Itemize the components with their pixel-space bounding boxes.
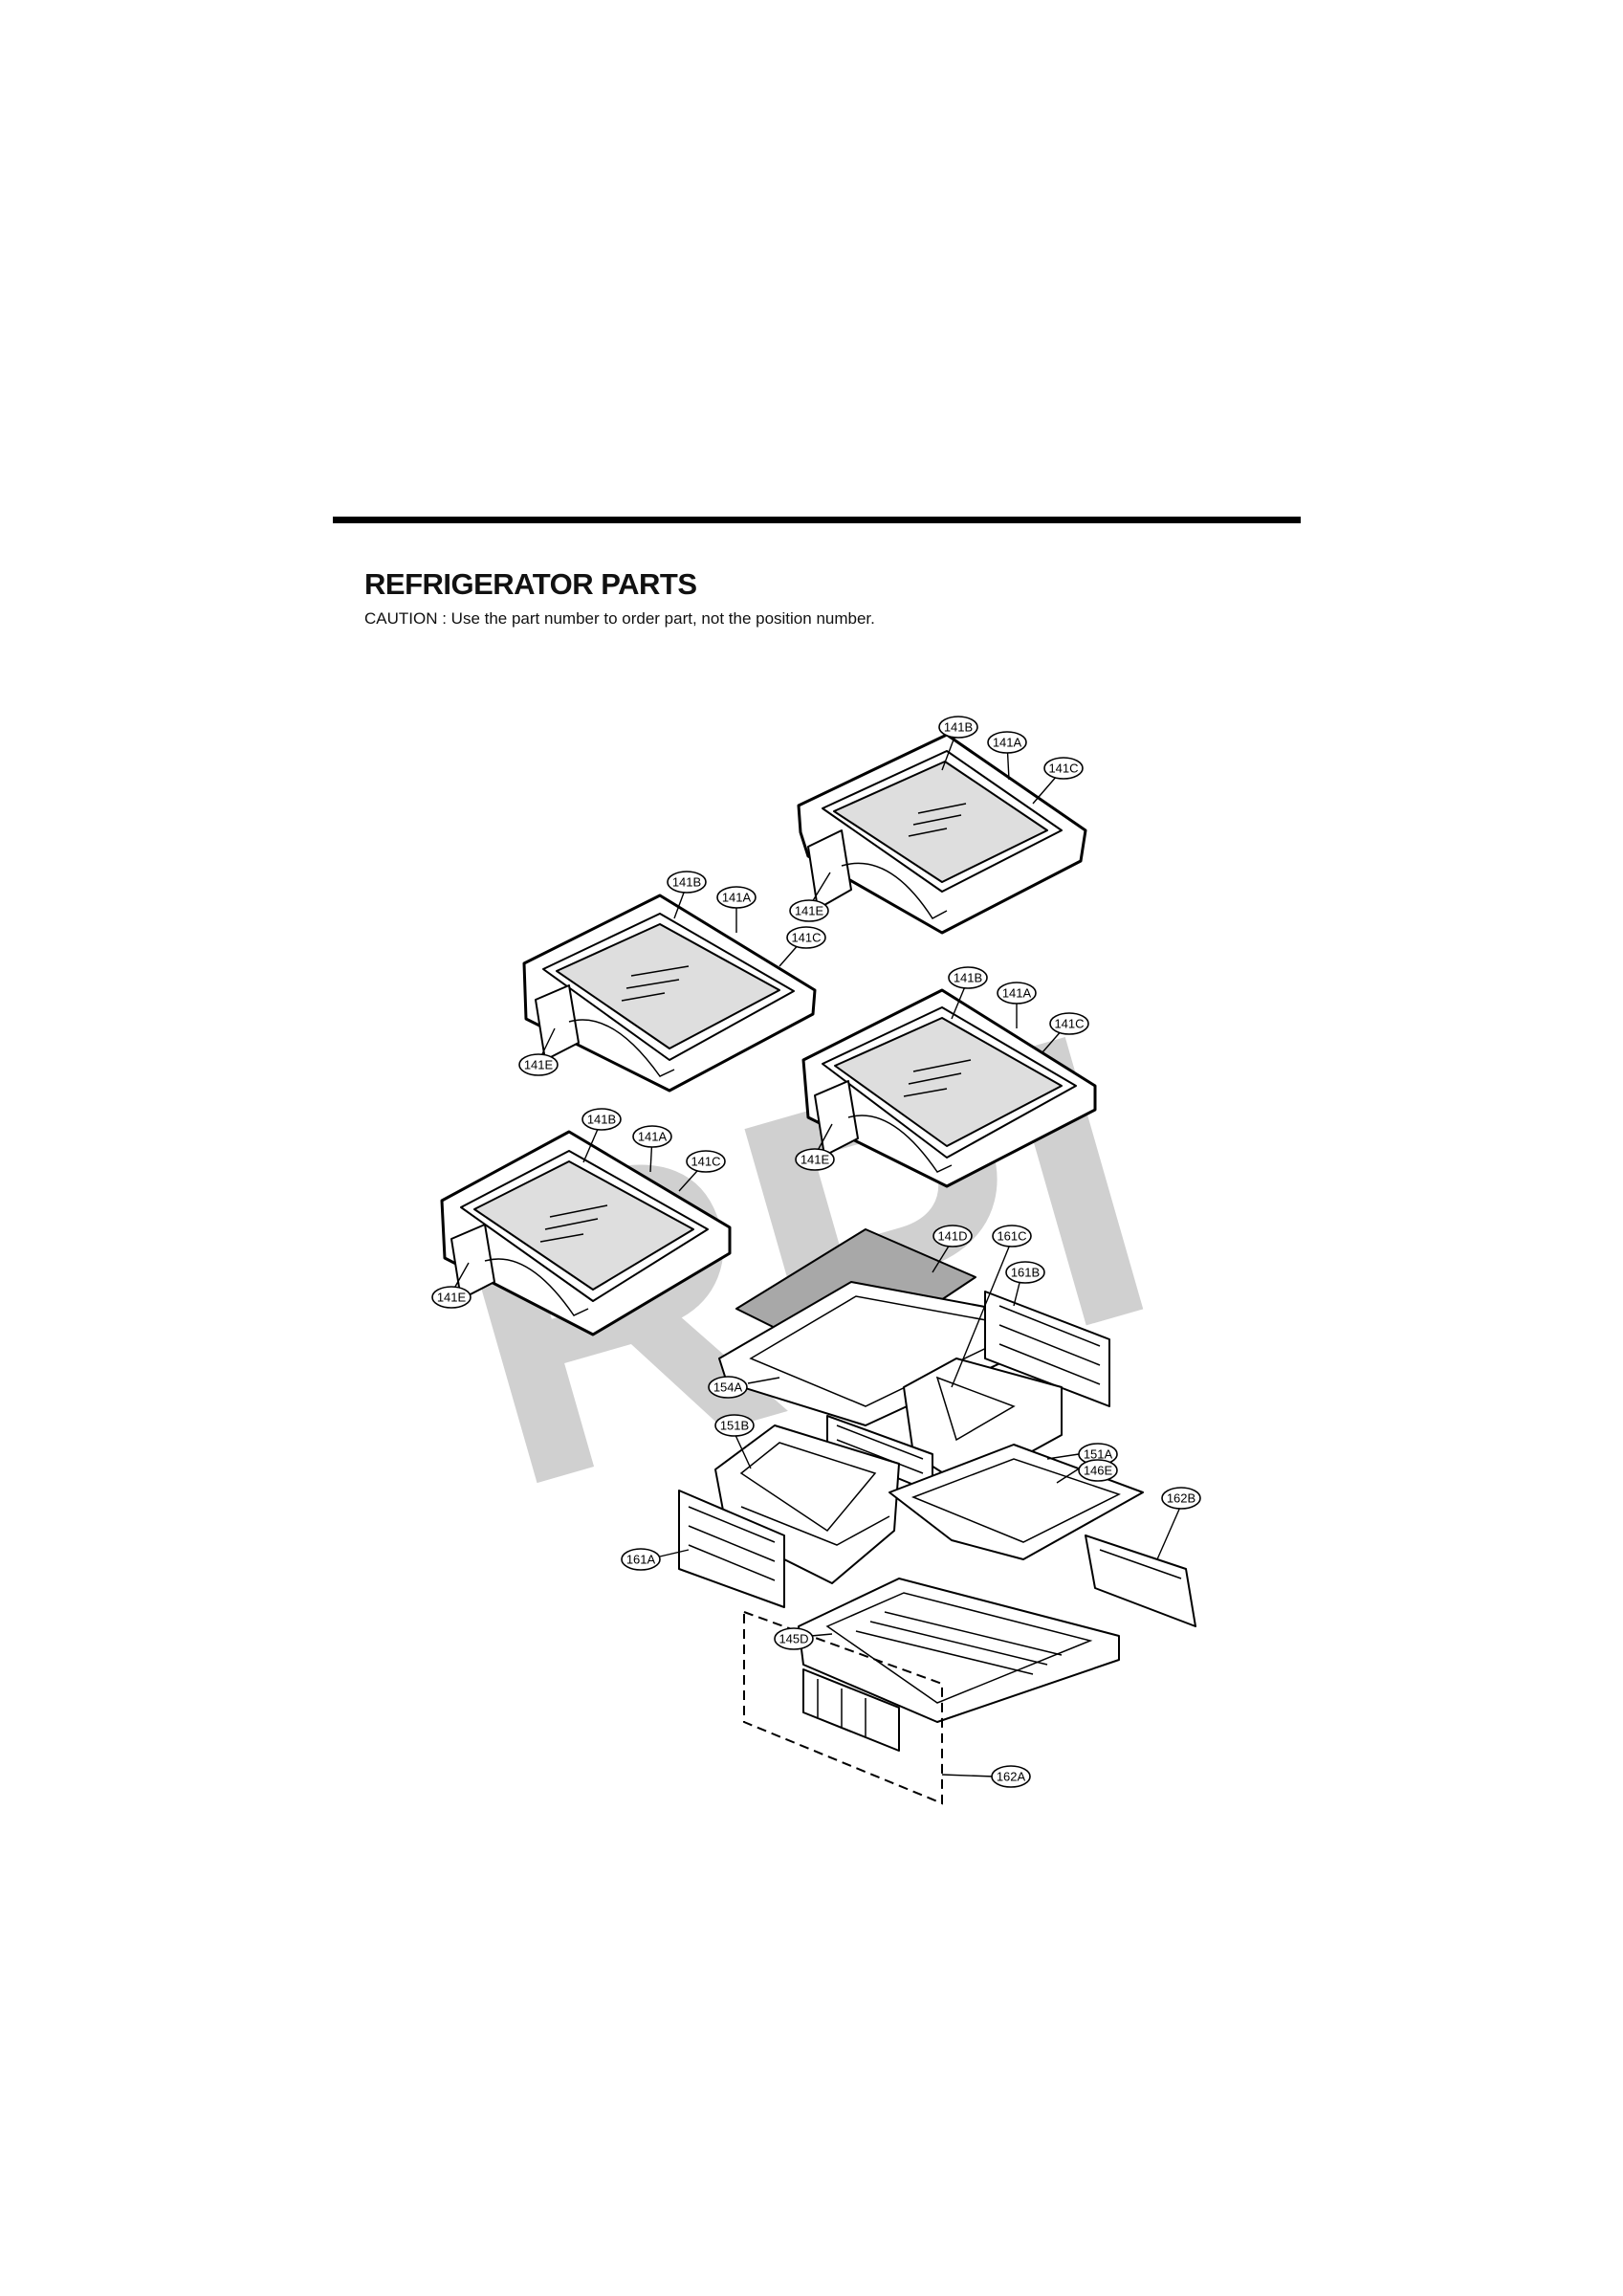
callout-146E: 146E xyxy=(1078,1459,1118,1482)
callout-141C-1: 141C xyxy=(1043,757,1084,780)
svg-text:141B: 141B xyxy=(672,875,701,890)
svg-text:141C: 141C xyxy=(791,931,821,945)
page-title: REFRIGERATOR PARTS xyxy=(364,567,697,601)
callout-141A-4: 141A xyxy=(632,1125,672,1148)
svg-text:151A: 151A xyxy=(1084,1447,1113,1462)
callout-141B-1: 141B xyxy=(938,716,978,739)
svg-text:141B: 141B xyxy=(944,720,973,735)
svg-text:141E: 141E xyxy=(437,1291,467,1305)
svg-text:146E: 146E xyxy=(1084,1464,1113,1478)
callout-145D: 145D xyxy=(774,1627,814,1650)
svg-text:141C: 141C xyxy=(691,1155,720,1169)
shelf-assembly-3 xyxy=(801,988,1097,1188)
svg-text:141E: 141E xyxy=(524,1058,554,1072)
callout-162B: 162B xyxy=(1161,1487,1201,1510)
callout-141C-4: 141C xyxy=(686,1150,726,1173)
svg-text:141D: 141D xyxy=(937,1229,967,1244)
caution-note: CAUTION : Use the part number to order p… xyxy=(364,609,875,628)
callout-141A-1: 141A xyxy=(987,731,1027,754)
svg-text:145D: 145D xyxy=(779,1632,808,1646)
svg-text:141A: 141A xyxy=(993,736,1022,750)
crisper-assembly xyxy=(678,1228,1196,1805)
callout-161B: 161B xyxy=(1005,1261,1045,1284)
callout-154A: 154A xyxy=(708,1376,748,1399)
svg-text:161A: 161A xyxy=(626,1553,656,1567)
svg-text:141A: 141A xyxy=(1002,986,1032,1001)
callout-141E-2: 141E xyxy=(518,1053,559,1076)
callout-141E-4: 141E xyxy=(431,1286,472,1309)
svg-text:141E: 141E xyxy=(795,904,824,918)
callout-151B: 151B xyxy=(714,1414,755,1437)
svg-text:161B: 161B xyxy=(1011,1266,1040,1280)
callout-162A: 162A xyxy=(991,1765,1031,1788)
callout-141B-3: 141B xyxy=(948,966,988,989)
svg-text:141C: 141C xyxy=(1054,1017,1084,1031)
callout-141A-2: 141A xyxy=(716,886,757,909)
callout-141D: 141D xyxy=(932,1225,973,1247)
shelf-assembly-2 xyxy=(522,894,817,1093)
callout-141B-2: 141B xyxy=(667,871,707,894)
callout-141E-1: 141E xyxy=(789,899,829,922)
callout-141E-3: 141E xyxy=(795,1148,835,1171)
svg-text:141B: 141B xyxy=(587,1113,616,1127)
callout-141C-2: 141C xyxy=(786,926,826,949)
callout-161C: 161C xyxy=(992,1225,1032,1247)
svg-text:154A: 154A xyxy=(713,1380,743,1395)
callout-151A: 151A xyxy=(1078,1443,1118,1466)
shelf-assembly-1 xyxy=(797,733,1087,935)
callout-161A: 161A xyxy=(621,1548,661,1571)
svg-text:141A: 141A xyxy=(638,1130,668,1144)
header-rule xyxy=(333,517,1301,523)
callout-141B-4: 141B xyxy=(581,1108,622,1131)
svg-text:162A: 162A xyxy=(997,1770,1026,1784)
callout-141C-3: 141C xyxy=(1049,1012,1089,1035)
callout-141A-3: 141A xyxy=(997,982,1037,1004)
svg-text:151B: 151B xyxy=(720,1419,749,1433)
svg-text:141E: 141E xyxy=(801,1153,830,1167)
svg-text:161C: 161C xyxy=(997,1229,1026,1244)
svg-text:141A: 141A xyxy=(722,891,752,905)
svg-text:141C: 141C xyxy=(1048,762,1078,776)
svg-text:141B: 141B xyxy=(954,971,982,985)
shelf-assembly-4 xyxy=(440,1130,732,1336)
svg-text:162B: 162B xyxy=(1167,1491,1195,1506)
